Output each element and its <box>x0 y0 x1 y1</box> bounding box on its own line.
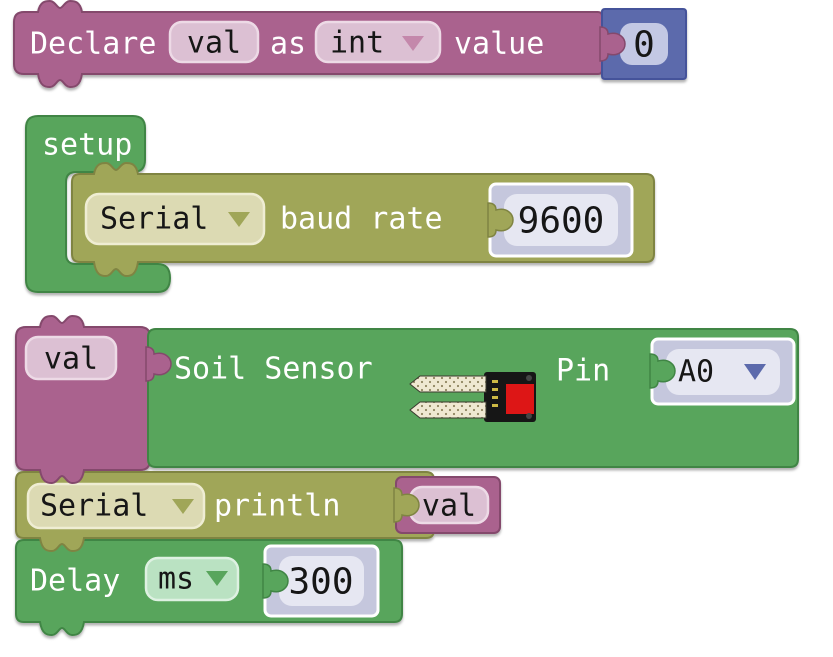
println-port-dropdown[interactable] <box>26 482 206 530</box>
sensor-socket-tongue <box>145 346 172 382</box>
println-socket-tongue <box>393 487 420 523</box>
delay-unit-arrow-icon[interactable] <box>206 571 228 586</box>
soil-sensor-label: Soil Sensor <box>174 352 373 387</box>
delay-unit-dropdown[interactable] <box>144 556 240 602</box>
serial-dropdown-arrow-icon[interactable] <box>228 212 250 227</box>
number-value-field[interactable] <box>620 23 668 65</box>
baud-socket-tongue <box>487 202 514 238</box>
serial-port-text: Serial <box>100 202 208 237</box>
println-port-text: Serial <box>40 489 148 524</box>
delay-unit-text: ms <box>158 562 194 597</box>
type-dropdown[interactable] <box>314 20 442 64</box>
number-value-text: 0 <box>633 25 655 66</box>
println-label: println <box>214 489 340 524</box>
pin-dropdown-field[interactable] <box>666 349 780 395</box>
soil-sensor-image <box>409 372 536 422</box>
soil-sensor-block[interactable] <box>147 328 799 468</box>
pin-socket-tongue <box>649 353 676 389</box>
serial-port-dropdown[interactable] <box>84 192 266 246</box>
set-variable-field[interactable] <box>24 335 118 381</box>
baud-rate-label: baud rate <box>280 202 443 237</box>
delay-socket-tongue <box>262 563 289 599</box>
baud-value-field[interactable] <box>504 194 618 246</box>
println-dropdown-arrow-icon[interactable] <box>172 499 194 514</box>
value-socket-tongue <box>599 26 626 62</box>
declare-keyword-label: Declare <box>30 27 156 62</box>
delay-value-text: 300 <box>288 562 353 603</box>
type-dropdown-text: int <box>330 26 384 61</box>
pin-label: Pin <box>556 354 610 389</box>
setup-block[interactable] <box>25 115 172 293</box>
delay-label: Delay <box>30 564 120 599</box>
delay-value-field[interactable] <box>279 556 364 606</box>
declare-as-label: as <box>270 27 306 62</box>
pin-dropdown-arrow-icon[interactable] <box>744 364 766 380</box>
pin-dropdown-text: A0 <box>678 355 714 390</box>
setup-label: setup <box>42 128 132 163</box>
set-variable-text: val <box>44 342 98 377</box>
declare-value-label: value <box>454 27 544 62</box>
println-arg-text: val <box>422 489 476 524</box>
variable-name-text: val <box>187 26 241 61</box>
variable-name-field[interactable] <box>168 20 260 64</box>
baud-value-text: 9600 <box>518 201 605 242</box>
type-dropdown-arrow-icon[interactable] <box>402 36 424 51</box>
